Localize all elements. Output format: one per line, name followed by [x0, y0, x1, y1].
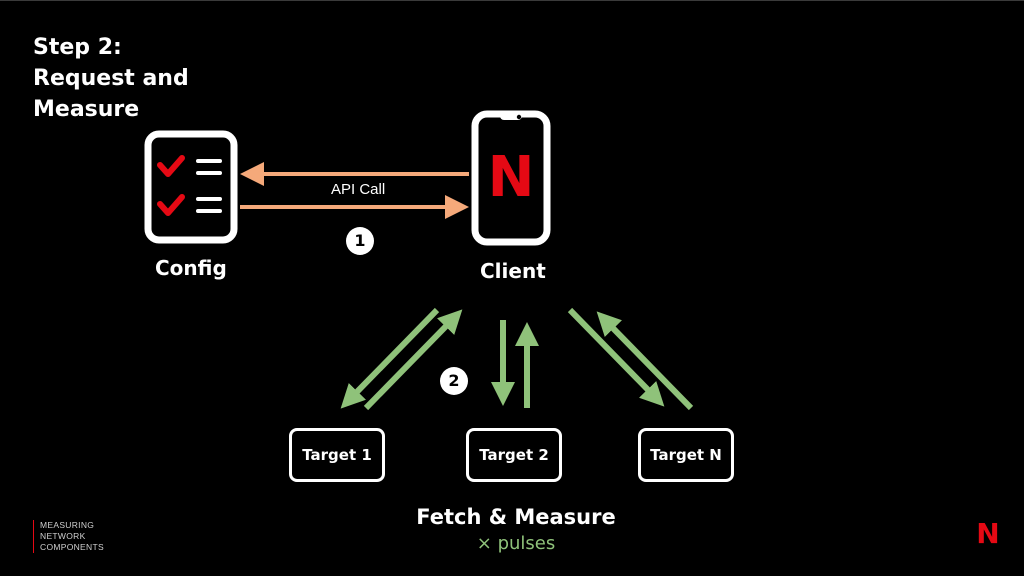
title-line-2: Request and	[33, 66, 189, 91]
config-label: Config	[155, 256, 227, 280]
fetch-arrow-t1-up	[363, 309, 463, 411]
netflix-logo-icon: N	[976, 518, 999, 546]
fetch-measure-label: Fetch & Measure	[416, 505, 616, 529]
fetch-arrow-t1-down	[340, 307, 440, 409]
title-line-3: Measure	[33, 97, 140, 122]
top-divider	[0, 0, 1024, 1]
client-netflix-logo: N	[488, 145, 535, 210]
step-1-badge: 1	[346, 227, 374, 255]
target-1-box: Target 1	[289, 428, 385, 482]
footer-line-3: COMPONENTS	[40, 542, 104, 552]
client-label: Client	[480, 259, 546, 283]
target-2-box: Target 2	[466, 428, 562, 482]
brand-logo-letter: N	[976, 518, 999, 546]
fetch-arrow-tn-down	[567, 307, 665, 407]
api-call-label: API Call	[331, 181, 386, 198]
footer-line-1: MEASURING	[40, 520, 95, 530]
footer-section-label: MEASURING NETWORK COMPONENTS	[33, 520, 104, 553]
check-icon-1	[157, 155, 185, 177]
fetch-arrow-tn-up	[596, 311, 694, 411]
check-icon-2	[157, 194, 185, 216]
title-line-1: Step 2:	[33, 35, 122, 60]
phone-icon	[471, 110, 551, 246]
step-2-badge: 2	[440, 367, 468, 395]
footer-line-2: NETWORK	[40, 531, 86, 541]
pulses-label: × pulses	[476, 533, 556, 554]
slide-title: Step 2: Request and Measure	[33, 32, 189, 125]
target-n-box: Target N	[638, 428, 734, 482]
config-icon	[144, 130, 238, 244]
